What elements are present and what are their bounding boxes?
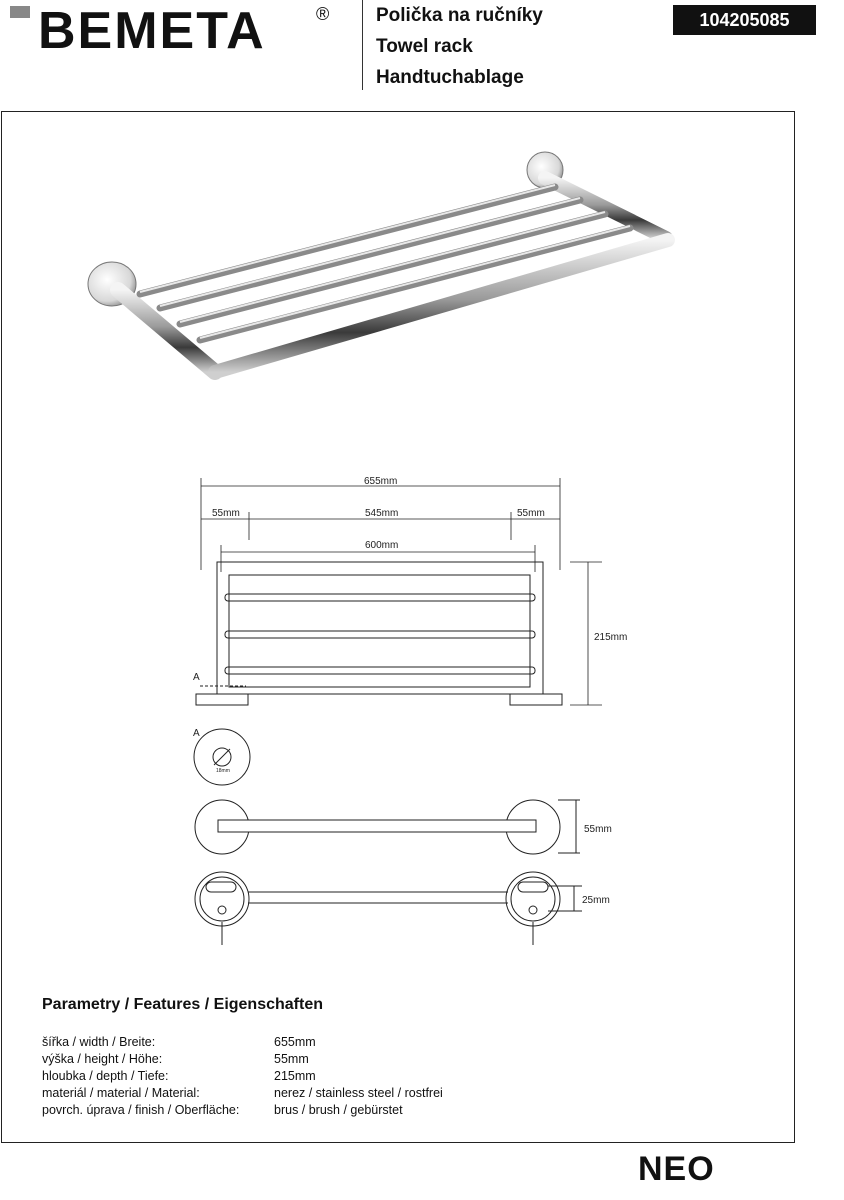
series-name: NEO [638, 1150, 715, 1188]
spec-label: výška / height / Höhe: [42, 1052, 163, 1066]
title-english: Towel rack [376, 36, 473, 57]
section-marker: A [193, 672, 200, 683]
spec-label: šířka / width / Breite: [42, 1035, 156, 1049]
spec-value: 55mm [274, 1052, 309, 1066]
logo-mark-icon [10, 6, 30, 18]
dim-mount-height: 25mm [582, 895, 610, 906]
product-titles: Polička na ručníky Towel rack Handtuchab… [376, 0, 543, 93]
dim-inner-span: 545mm [365, 508, 398, 519]
spec-value: nerez / stainless steel / rostfrei [274, 1086, 443, 1100]
top-view [194, 799, 580, 855]
logo-registered-mark: ® [316, 4, 329, 24]
table-row: šířka / width / Breite: 655mm [42, 1034, 443, 1051]
title-czech: Polička na ručníky [376, 5, 543, 26]
mounting-view [194, 871, 582, 945]
dimension-lines [200, 478, 602, 706]
section-marker-detail: A [193, 728, 200, 739]
spec-value: 655mm [274, 1035, 316, 1049]
header-divider [362, 0, 363, 90]
spec-label: hloubka / depth / Tiefe: [42, 1069, 169, 1083]
spec-label: povrch. úprava / finish / Oberfläche: [42, 1103, 240, 1117]
dim-height: 55mm [584, 824, 612, 835]
dim-left-offset: 55mm [212, 508, 240, 519]
table-row: hloubka / depth / Tiefe: 215mm [42, 1068, 443, 1085]
dim-right-offset: 55mm [517, 508, 545, 519]
detail-a-view [193, 728, 251, 786]
spec-value: brus / brush / gebürstet [274, 1103, 403, 1117]
brand-logo: BEMETA ® [10, 0, 350, 65]
technical-drawing: 655mm 55mm 545mm 55mm 600mm 215mm A A 18… [87, 151, 675, 945]
product-code-badge: 104205085 [673, 5, 816, 35]
title-german: Handtuchablage [376, 67, 524, 88]
logo-wordmark: BEMETA [38, 2, 266, 60]
features-title: Parametry / Features / Eigenschaften [42, 996, 323, 1013]
table-row: výška / height / Höhe: 55mm [42, 1051, 443, 1068]
spec-label: materiál / material / Material: [42, 1086, 200, 1100]
product-render-image [87, 151, 675, 380]
table-row: povrch. úprava / finish / Oberfläche: br… [42, 1102, 443, 1119]
front-view [195, 561, 563, 706]
features-table: šířka / width / Breite: 655mm výška / he… [42, 1034, 443, 1119]
dim-mount-span: 600mm [365, 540, 398, 551]
spec-value: 215mm [274, 1069, 316, 1083]
dim-total-width: 655mm [364, 476, 397, 487]
table-row: materiál / material / Material: nerez / … [42, 1085, 443, 1102]
product-sheet-frame [1, 111, 795, 1143]
dim-depth: 215mm [594, 632, 627, 643]
detail-diameter: 18mm [216, 768, 230, 774]
